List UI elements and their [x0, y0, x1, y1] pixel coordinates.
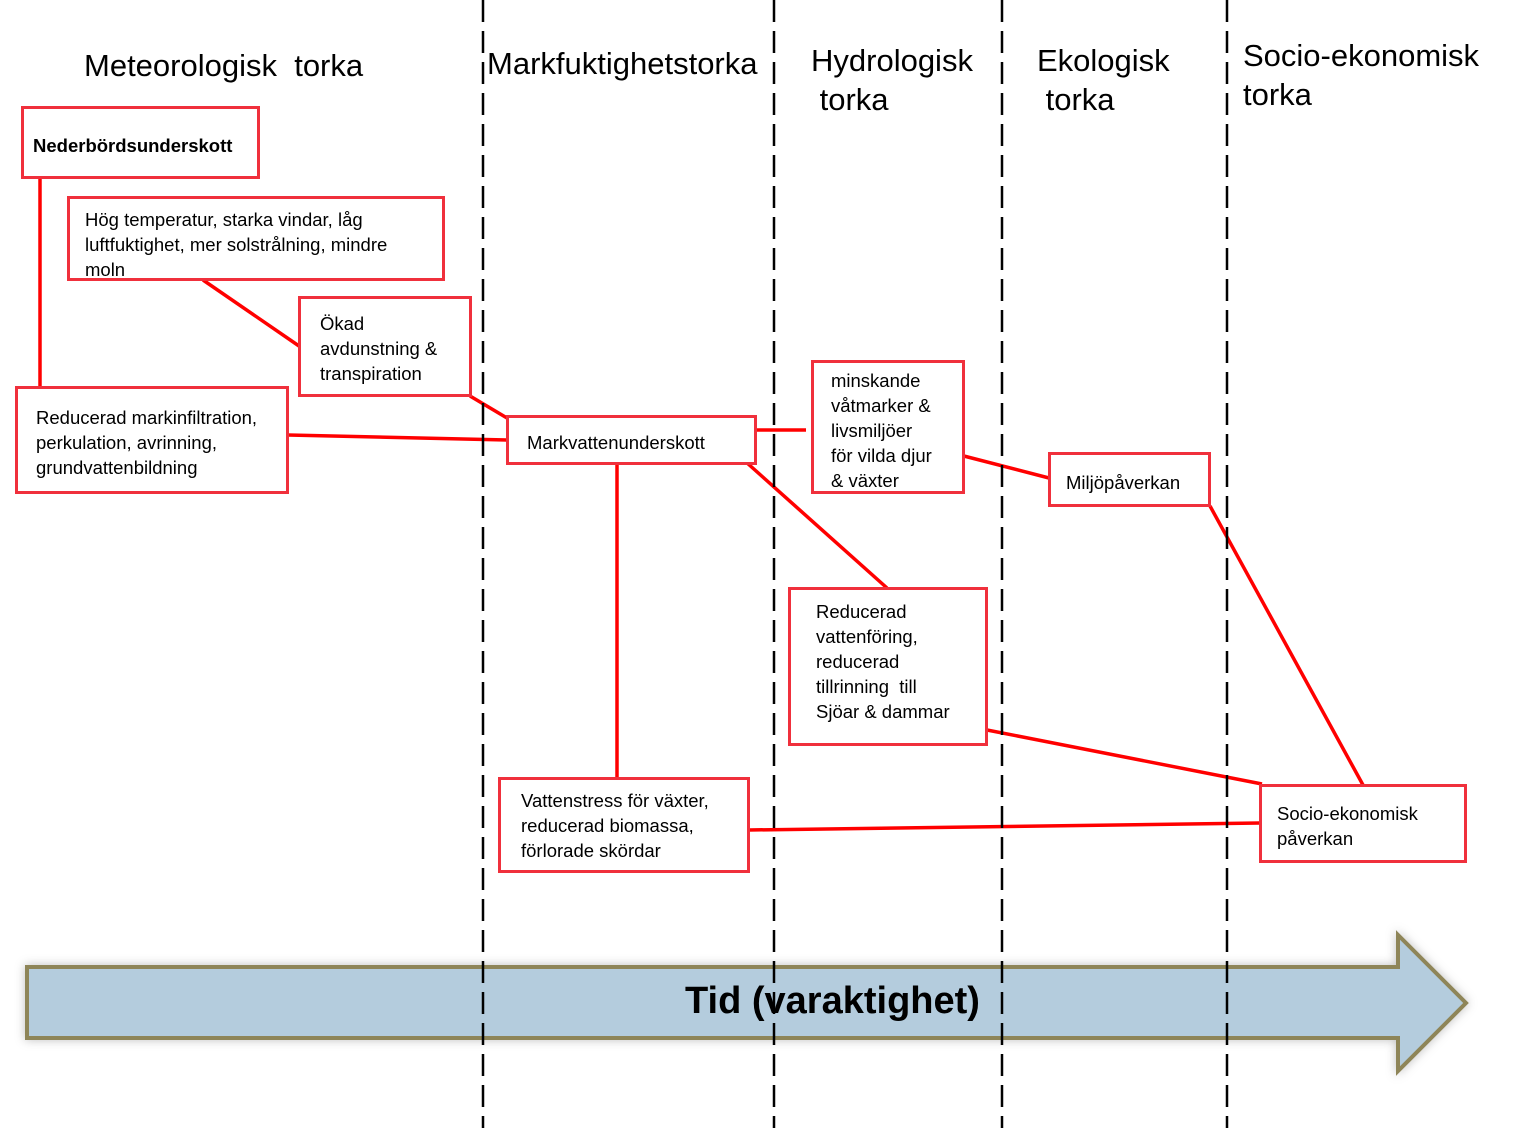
- connector: [986, 728, 1263, 786]
- header-ecological: Ekologisk torka: [1037, 43, 1170, 117]
- time-arrow: [25, 930, 1469, 1076]
- box-soil-water-deficit: Markvattenunderskott: [506, 415, 757, 465]
- connector: [748, 821, 1261, 832]
- connector: [287, 433, 508, 442]
- header-socio-economic: Socio-ekonomisk torka: [1243, 38, 1480, 112]
- box-reduced-infiltration: Reducerad markinfiltration, perkulation,…: [15, 386, 289, 494]
- connector: [202, 278, 300, 348]
- box-high-temperature: Hög temperatur, starka vindar, låg luftf…: [67, 196, 445, 281]
- header-meteorological: Meteorologisk torka: [84, 48, 364, 83]
- box-socio-economic-impact: Socio-ekonomisk påverkan: [1259, 784, 1467, 863]
- header-hydrological: Hydrologisk torka: [811, 43, 973, 117]
- box-precipitation-deficit: Nederbördsunderskott: [21, 106, 260, 179]
- connector: [1208, 505, 1365, 786]
- box-reduced-streamflow: Reducerad vattenföring, reducerad tillri…: [788, 587, 988, 746]
- box-increased-evaporation: Ökad avdunstning & transpiration: [298, 296, 472, 397]
- box-water-stress: Vattenstress för växter, reducerad bioma…: [498, 777, 750, 873]
- connector: [469, 394, 508, 420]
- box-decreasing-wetlands: minskande våtmarker & livsmiljöer för vi…: [811, 360, 965, 494]
- box-environmental-impact: Miljöpåverkan: [1048, 452, 1211, 507]
- header-soil-moisture: Markfuktighetstorka: [487, 46, 758, 81]
- time-arrow-label: Tid (varaktighet): [685, 980, 980, 1022]
- connector: [744, 460, 889, 590]
- connector: [959, 453, 1050, 480]
